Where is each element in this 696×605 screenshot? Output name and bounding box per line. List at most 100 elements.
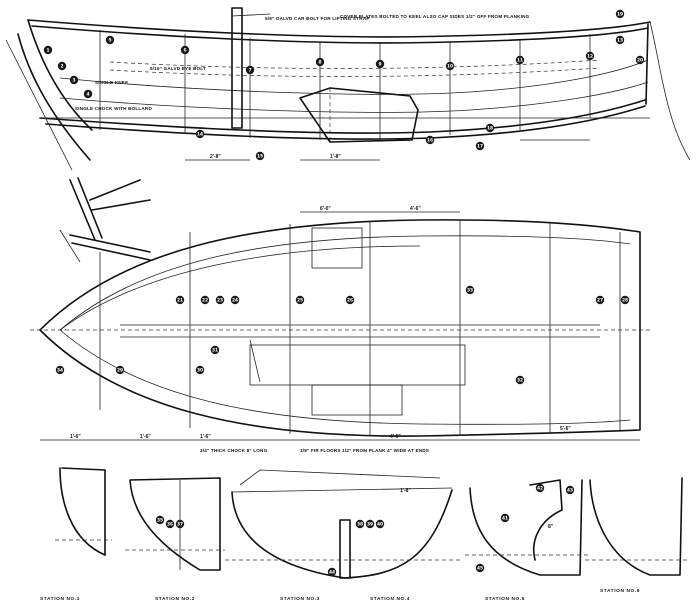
callout-number: 37 [177, 522, 183, 528]
callout-circle [500, 513, 510, 523]
station-label-3: STATION NO.3 [280, 596, 320, 602]
callout-number: 5 [108, 38, 111, 44]
callout-bubble: 20 [635, 55, 645, 65]
callout-number: 42 [537, 486, 543, 492]
callout-circle [355, 519, 365, 529]
plan-view: 1'-6" 1'-6" 1'-6" 4'-6" 5'-6" 6'-0" 4'-6… [30, 206, 650, 453]
callout-number: 10 [447, 64, 453, 70]
dimension-label: 1'-6" [200, 434, 211, 440]
callout-circle [345, 295, 355, 305]
note-chock: SINGLE CHOCK WITH BOLLARD [75, 106, 152, 111]
callout-circle [200, 295, 210, 305]
callout-circle [69, 75, 79, 85]
callout-bubble: 6 [180, 45, 190, 55]
dimension-label: 1'-8" [400, 488, 411, 494]
callout-bubble: 43 [565, 485, 575, 495]
callout-circle [230, 295, 240, 305]
callout-bubble: 2 [57, 61, 67, 71]
callout-circle [57, 61, 67, 71]
callout-number: 4 [86, 92, 89, 98]
callout-number: 31 [212, 348, 218, 354]
callout-bubble: 35 [155, 515, 165, 525]
callout-bubble: 17 [475, 141, 485, 151]
callout-number: 24 [232, 298, 238, 304]
callout-circle [485, 123, 495, 133]
callout-number: 9 [378, 62, 381, 68]
callout-number: 38 [357, 522, 363, 528]
station-label-1: STATION NO.1 [40, 596, 80, 602]
callout-number: 34 [57, 368, 63, 374]
callout-number: 33 [467, 288, 473, 294]
callout-circle [165, 519, 175, 529]
callout-number: 16 [427, 138, 433, 144]
callout-circle [210, 345, 220, 355]
callout-number: 7 [248, 68, 251, 74]
station-sections: 1'-8" 8" [55, 467, 690, 579]
callout-number: 20 [637, 58, 643, 64]
callout-bubble: 37 [175, 519, 185, 529]
callout-circle [175, 519, 185, 529]
callout-bubble: 14 [195, 129, 205, 139]
callout-bubble: 3 [69, 75, 79, 85]
callout-number: 14 [197, 132, 203, 138]
callout-circle [375, 59, 385, 69]
callout-circle [635, 55, 645, 65]
callout-circle [475, 141, 485, 151]
dimension-label: 4'-6" [410, 206, 421, 212]
callout-circle [375, 519, 385, 529]
callout-number: 41 [502, 516, 508, 522]
callout-bubble: 25 [295, 295, 305, 305]
callout-number: 45 [477, 566, 483, 572]
dimension-label: 1'-6" [140, 434, 151, 440]
callout-number: 19 [617, 12, 623, 18]
dimension-label: 4'-6" [390, 434, 401, 440]
callout-bubble: 32 [515, 375, 525, 385]
callout-number: 44 [329, 570, 335, 576]
dimension-label: 5'-6" [560, 426, 571, 432]
callout-bubble: 22 [200, 295, 210, 305]
callout-number: 22 [202, 298, 208, 304]
note-cover-plates: COVER PLATES BOLTED TO KEEL ALSO CAP SID… [340, 14, 530, 19]
dimension-label: 1'-6" [70, 434, 81, 440]
callout-bubble: 8 [315, 57, 325, 67]
note-thick-floor: 3/4" THICK CHOCK 8" LONG [200, 448, 268, 453]
callout-number: 30 [197, 368, 203, 374]
station-label-5: STATION NO.5 [485, 596, 525, 602]
callout-bubble: 15 [255, 151, 265, 161]
callout-bubble: 18 [485, 123, 495, 133]
callout-bubble: 31 [210, 345, 220, 355]
callout-bubble: 16 [425, 135, 435, 145]
callout-circle [515, 375, 525, 385]
callout-bubble: 11 [515, 55, 525, 65]
callout-circle [43, 45, 53, 55]
dimension-label: 2'-8" [210, 154, 221, 160]
callout-number: 27 [597, 298, 603, 304]
callout-bubble: 40 [375, 519, 385, 529]
callout-bubble: 5 [105, 35, 115, 45]
callout-number: 15 [257, 154, 263, 160]
callout-number: 8 [318, 60, 321, 66]
callout-bubble: 39 [365, 519, 375, 529]
callout-circle [615, 35, 625, 45]
callout-circle [115, 365, 125, 375]
callout-bubble: 45 [475, 563, 485, 573]
callout-bubble: 1 [43, 45, 53, 55]
callout-number: 21 [177, 298, 183, 304]
callout-circle [180, 45, 190, 55]
callout-number: 28 [622, 298, 628, 304]
note-ringbolt: 5/16" GALVD EYE BOLT [150, 66, 206, 71]
callout-circle [315, 57, 325, 67]
gunwale-detail [59, 177, 151, 263]
callout-circle [155, 515, 165, 525]
callout-circle [620, 295, 630, 305]
callout-bubble: 10 [445, 61, 455, 71]
callout-number: 40 [377, 522, 383, 528]
callout-number: 32 [517, 378, 523, 384]
callout-number: 43 [567, 488, 573, 494]
callout-number: 11 [517, 58, 523, 64]
callout-number: 29 [117, 368, 123, 374]
callout-circle [295, 295, 305, 305]
callout-circle [465, 285, 475, 295]
note-knee: SINGLE KNEE [95, 80, 128, 85]
